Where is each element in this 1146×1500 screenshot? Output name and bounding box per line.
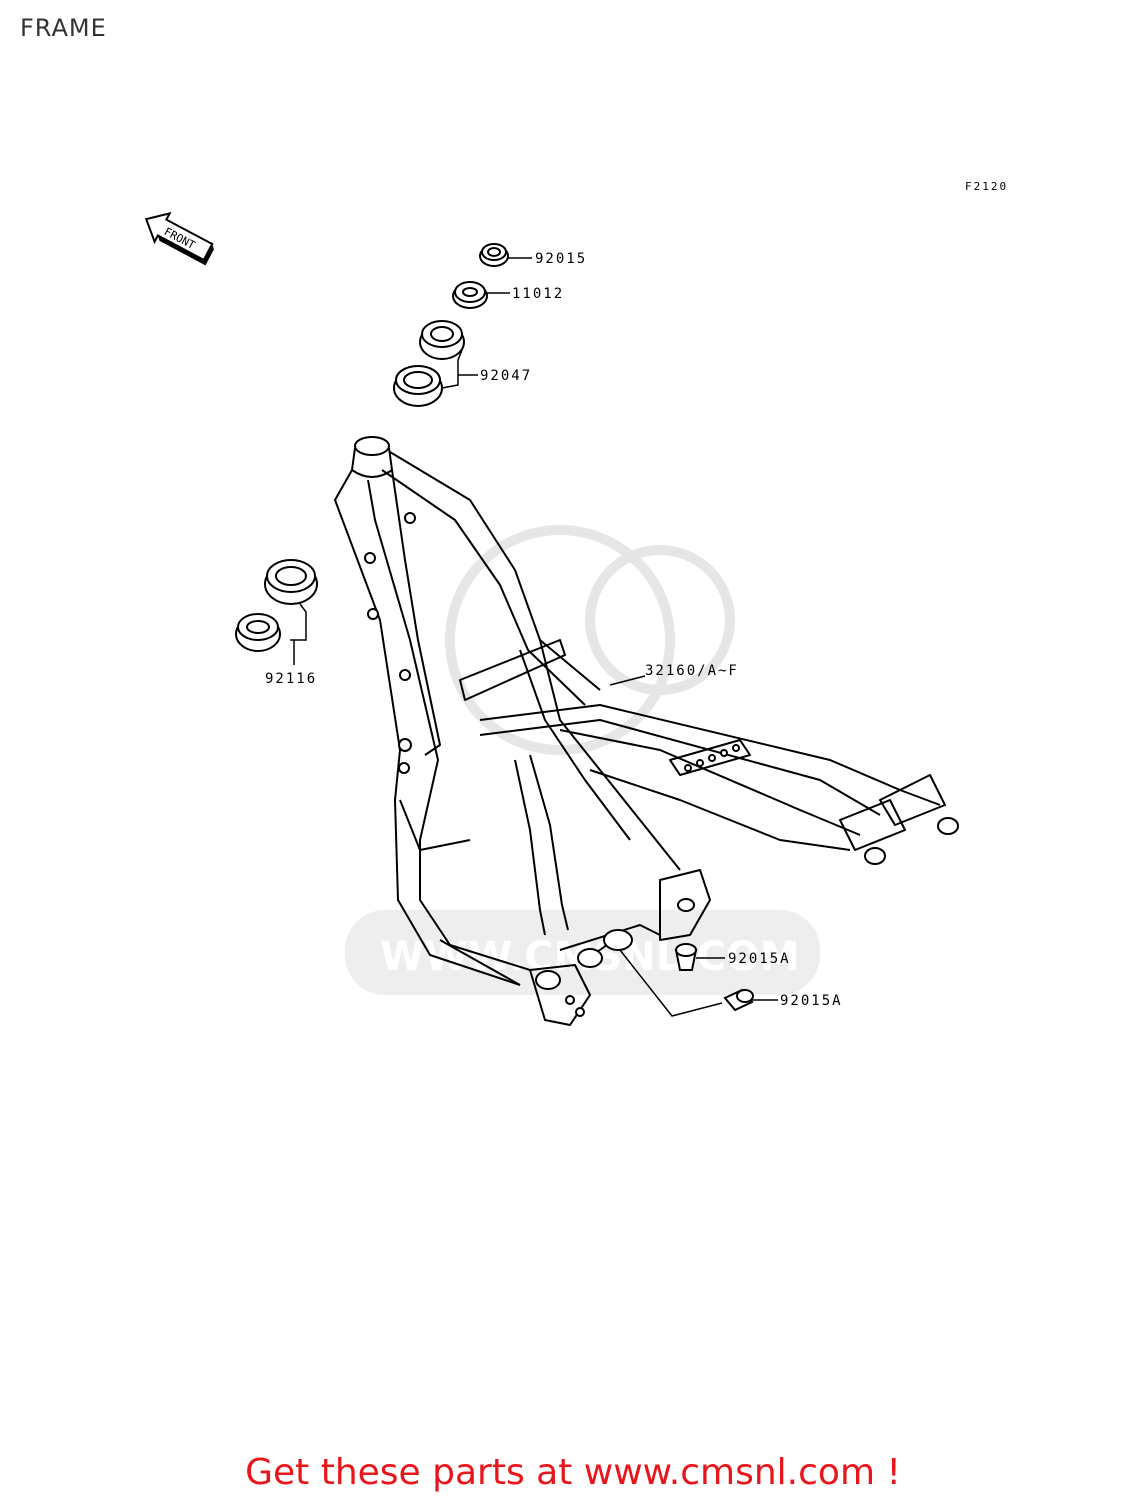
part-92047-bearing-upper <box>419 320 465 360</box>
part-92116-race <box>264 559 318 605</box>
part-92015a-collar-2 <box>723 988 754 1012</box>
diagram-ref-code: F2120 <box>965 180 1008 193</box>
get-parts-link[interactable]: Get these parts at www.cmsnl.com ! <box>245 1452 901 1493</box>
label-32160: 32160/A~F <box>645 663 739 679</box>
label-92116: 92116 <box>265 671 317 687</box>
frame-mount-holes <box>364 512 740 1017</box>
label-92047: 92047 <box>480 368 532 384</box>
part-92047-bearing-lower <box>393 365 443 407</box>
label-92015a-1: 92015A <box>728 951 791 967</box>
part-11012-washer <box>452 281 488 309</box>
part-92116-nut <box>235 613 281 652</box>
label-11012: 11012 <box>512 286 564 302</box>
frame-32160 <box>334 436 959 1026</box>
page-title: FRAME <box>20 14 107 42</box>
watermark: WWW.CMSNL.COM <box>345 525 820 995</box>
front-arrow-icon: FRONT <box>144 211 214 266</box>
label-92015a-2: 92015A <box>780 993 843 1009</box>
part-92015-nut <box>479 243 509 267</box>
label-92015: 92015 <box>535 251 587 267</box>
part-92015a-collar-1 <box>674 943 698 971</box>
